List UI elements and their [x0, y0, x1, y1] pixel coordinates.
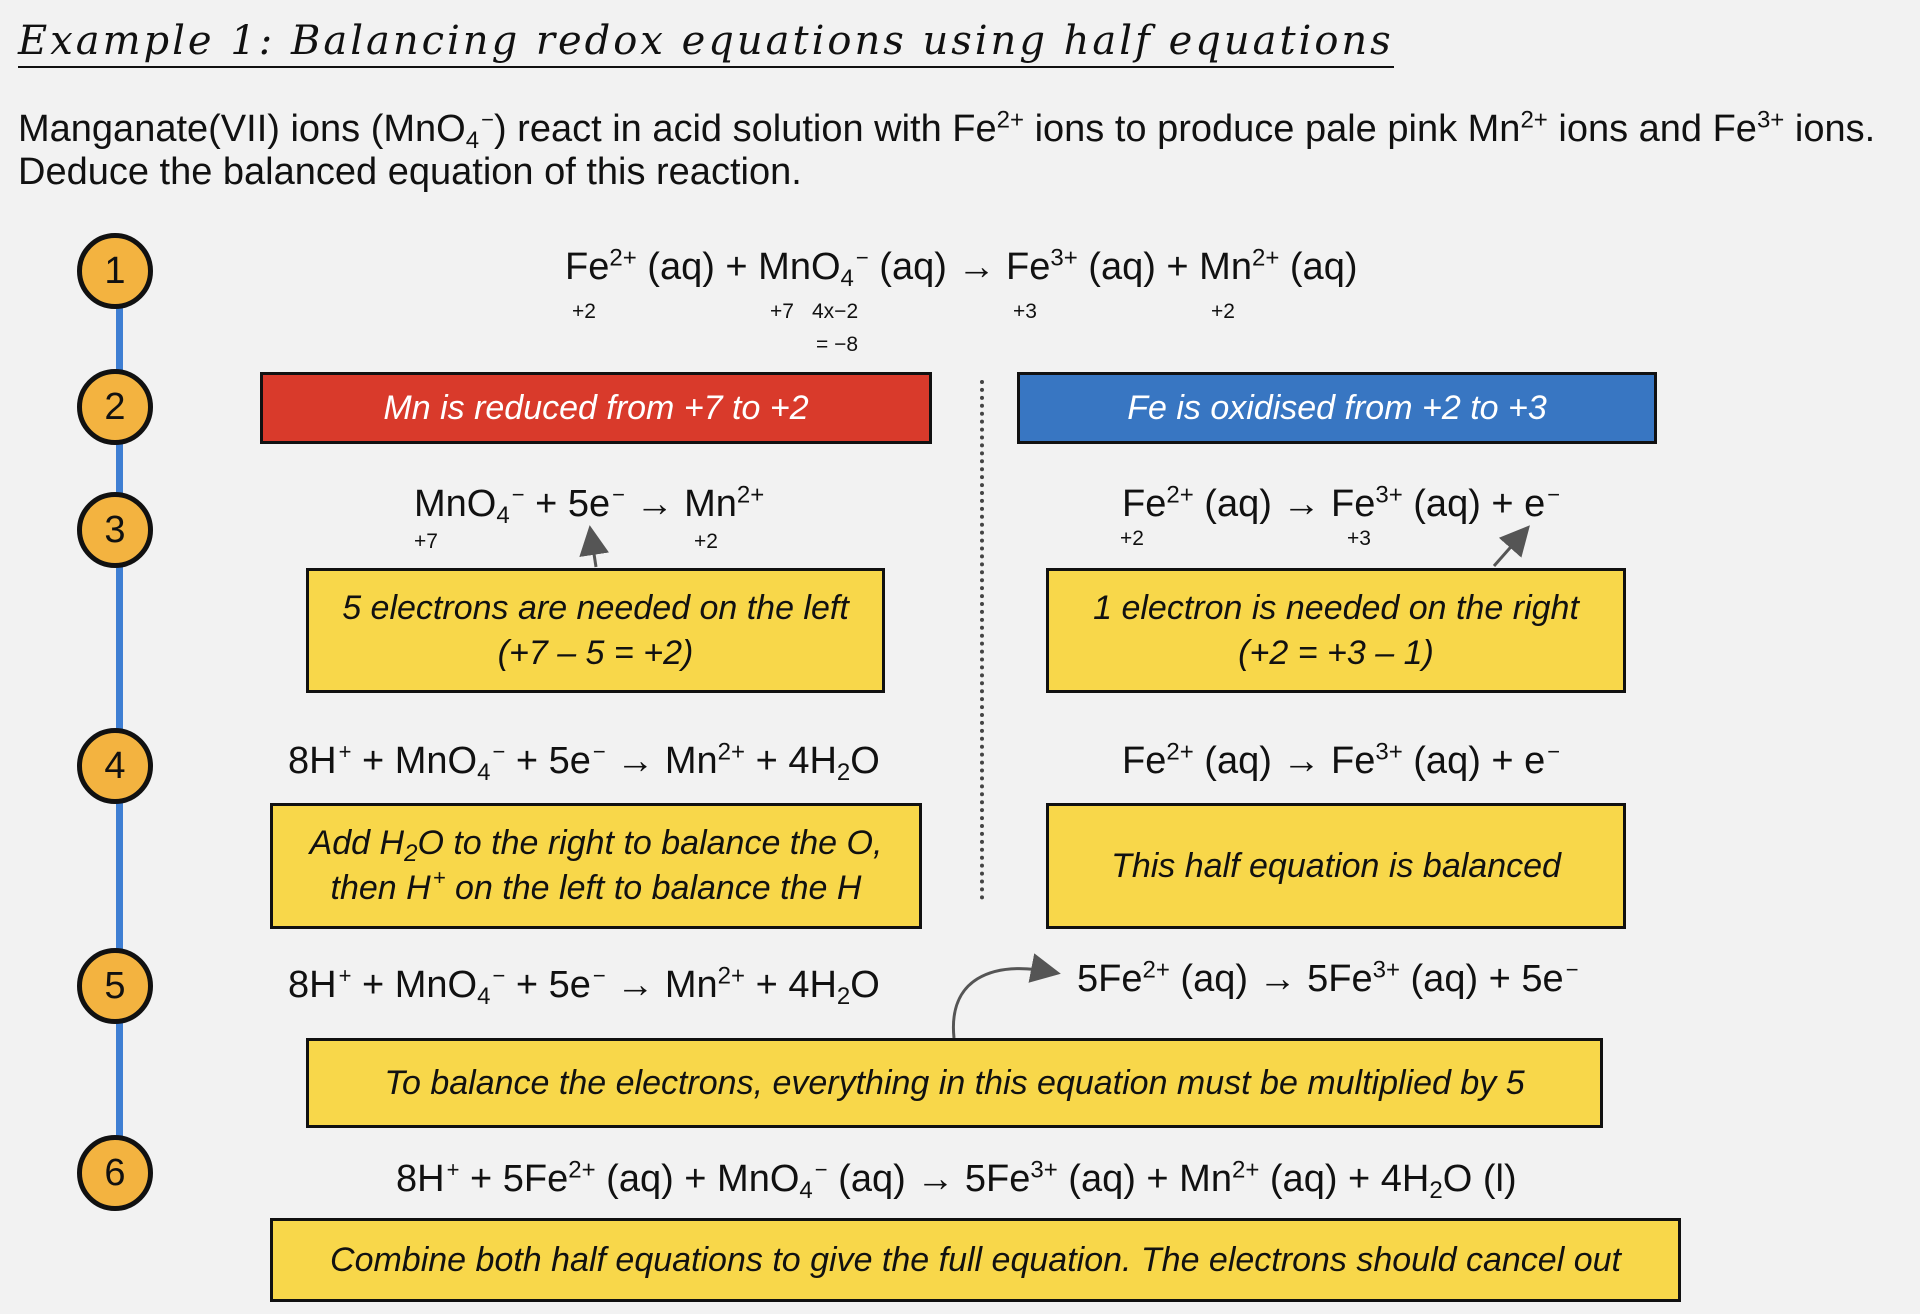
- step6-note: Combine both half equations to give the …: [270, 1218, 1681, 1302]
- ox-state-fe3: +3: [1013, 300, 1037, 323]
- reduction-box: Mn is reduced from +7 to +2: [260, 372, 932, 444]
- ox-state-oxygen-total: = −8: [816, 333, 859, 356]
- step5-note: To balance the electrons, everything in …: [306, 1038, 1603, 1128]
- step3-note-left: 5 electrons are needed on the left(+7 – …: [306, 568, 885, 693]
- arrow-left-electrons: [579, 525, 609, 568]
- full-equation: 8H+ + 5Fe2+ (aq) + MnO4− (aq) → 5Fe3+ (a…: [396, 1156, 1517, 1204]
- ox-state-mn7: +7: [770, 300, 794, 323]
- step3-note-right: 1 electron is needed on the right(+2 = +…: [1046, 568, 1626, 693]
- step4-note-right: This half equation is balanced: [1046, 803, 1626, 929]
- step4-oxidation-equation: Fe2+ (aq) → Fe3+ (aq) + e−: [1122, 738, 1561, 782]
- step3-ox-fe2: +2: [1120, 527, 1144, 550]
- step1-equation: Fe2+ (aq) + MnO4− (aq) → Fe3+ (aq) + Mn2…: [565, 244, 1358, 292]
- step3-oxidation-half-equation: Fe2+ (aq) → Fe3+ (aq) + e−: [1122, 481, 1561, 525]
- step-marker-6: 6: [77, 1135, 153, 1211]
- step4-reduction-equation: 8H+ + MnO4− + 5e− → Mn2+ + 4H2O: [288, 738, 880, 786]
- oxidation-box: Fe is oxidised from +2 to +3: [1017, 372, 1657, 444]
- step3-ox-mn7: +7: [414, 530, 438, 553]
- divider-line: [980, 380, 984, 900]
- step-marker-5: 5: [77, 948, 153, 1024]
- step-marker-1: 1: [77, 233, 153, 309]
- step3-reduction-half-equation: MnO4− + 5e− → Mn2+: [414, 481, 765, 529]
- ox-state-oxygen: 4x−2: [812, 300, 859, 323]
- step3-ox-fe3: +3: [1347, 527, 1371, 550]
- arrow-multiply: [951, 953, 1061, 1039]
- step5-reduction-equation: 8H+ + MnO4− + 5e− → Mn2+ + 4H2O: [288, 962, 880, 1010]
- ox-state-fe2: +2: [572, 300, 596, 323]
- step-marker-3: 3: [77, 492, 153, 568]
- step5-oxidation-equation: 5Fe2+ (aq) → 5Fe3+ (aq) + 5e−: [1077, 956, 1579, 1000]
- arrow-right-electron: [1492, 525, 1530, 567]
- step4-note-left: Add H2O to the right to balance the O,th…: [270, 803, 922, 929]
- page-title: Example 1: Balancing redox equations usi…: [18, 18, 1394, 68]
- step-marker-4: 4: [77, 728, 153, 804]
- step-marker-2: 2: [77, 369, 153, 445]
- intro-text: Manganate(VII) ions (MnO4−) react in aci…: [18, 106, 1876, 193]
- step3-ox-mn2: +2: [694, 530, 718, 553]
- ox-state-mn2: +2: [1211, 300, 1235, 323]
